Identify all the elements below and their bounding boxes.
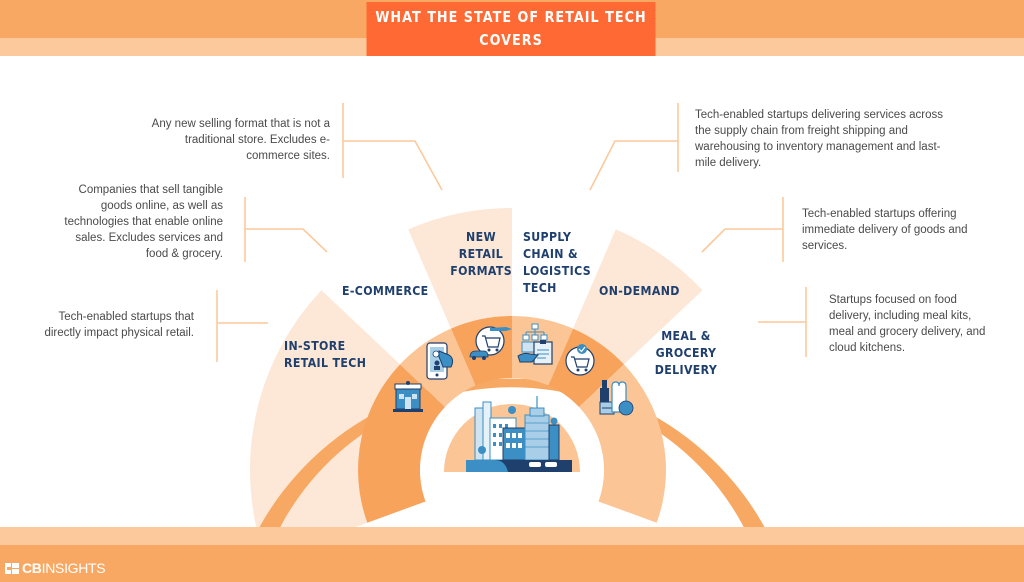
inner-segment-in-store	[358, 364, 445, 523]
description-line: technologies that enable online	[64, 216, 223, 228]
callout-line-on-demand	[701, 197, 784, 262]
sector-new-retail	[408, 207, 512, 329]
cart-plane-car-icon	[469, 326, 512, 360]
description-line: commerce sites.	[246, 150, 330, 162]
description-supply-chain: Tech-enabled startups delivering service…	[695, 107, 975, 171]
sector-on-demand	[573, 229, 703, 365]
description-line: delivery, including meal kits,	[829, 310, 972, 322]
segment-label-line: LOGISTICS	[523, 263, 591, 278]
mobile-phone-hand-icon	[426, 342, 454, 380]
description-e-commerce: Companies that sell tangible goods onlin…	[40, 182, 223, 262]
page-title-line1: WHAT THE STATE OF RETAIL TECH	[375, 8, 647, 26]
callout-line-meal-grocery	[758, 287, 807, 357]
storefront-icon	[393, 381, 423, 412]
description-line: meal and grocery delivery, and	[829, 326, 986, 338]
segment-label-line: DELIVERY	[654, 362, 718, 377]
segment-label-line: ON-DEMAND	[599, 283, 680, 298]
segment-label-line: E-COMMERCE	[342, 283, 429, 298]
cart-check-icon	[565, 344, 595, 376]
description-line: directly impact physical retail.	[44, 327, 194, 339]
callout-line-supply-chain	[589, 103, 679, 191]
segment-label-line: NEW	[466, 229, 496, 244]
description-line: Tech-enabled startups delivering service…	[695, 109, 944, 121]
description-line: immediate delivery of goods and	[802, 224, 968, 236]
page-title-line2: COVERS	[479, 31, 543, 49]
logo-text-cb: CB	[22, 560, 42, 576]
callout-line-in-store	[216, 290, 268, 362]
description-new-retail-formats: Any new selling format that is not a tra…	[120, 116, 330, 164]
segment-label-line: SUPPLY	[523, 229, 572, 244]
callout-line-new-retail	[342, 103, 443, 191]
description-line: food & grocery.	[145, 248, 223, 260]
description-on-demand: Tech-enabled startups offering immediate…	[802, 206, 1002, 254]
segment-label-meal-grocery: MEAL & GROCERY DELIVERY	[651, 327, 721, 378]
description-line: services.	[802, 240, 848, 252]
description-line: Companies that sell tangible	[78, 184, 223, 196]
description-line: traditional store. Excludes e-	[184, 134, 330, 146]
callout-line-e-commerce	[244, 197, 328, 262]
grocery-bag-icon	[599, 380, 634, 416]
description-line: cloud kitchens.	[829, 342, 906, 354]
description-line: Any new selling format that is not a	[151, 118, 330, 130]
description-in-store: Tech-enabled startups that directly impa…	[20, 309, 194, 341]
description-meal-grocery: Startups focused on food delivery, inclu…	[829, 292, 1019, 356]
segment-label-new-retail-formats: NEW RETAIL FORMATS	[450, 228, 512, 279]
segment-label-on-demand: ON-DEMAND	[599, 282, 687, 299]
segment-label-in-store: IN-STORE RETAIL TECH	[284, 337, 381, 371]
segment-label-e-commerce: E-COMMERCE	[342, 282, 439, 299]
segment-label-line: RETAIL TECH	[284, 355, 367, 370]
city-skyline-icon	[466, 396, 572, 472]
description-line: mile delivery.	[695, 157, 762, 169]
segment-label-line: RETAIL	[458, 246, 504, 261]
description-line: goods online, as well as	[100, 200, 223, 212]
description-line: warehousing to inventory management and …	[695, 141, 941, 153]
segment-label-line: TECH	[523, 280, 557, 295]
cbinsights-logo-icon	[5, 562, 19, 574]
segment-label-line: GROCERY	[655, 345, 717, 360]
callout-lines	[216, 103, 807, 362]
description-line: Startups focused on food	[829, 294, 957, 306]
logo-text-insights: INSIGHTS	[41, 560, 106, 576]
segment-label-line: IN-STORE	[284, 338, 346, 353]
description-line: the supply chain from freight shipping a…	[695, 125, 908, 137]
description-line: Tech-enabled startups that	[58, 311, 194, 323]
segment-label-supply-chain: SUPPLY CHAIN & LOGISTICS TECH	[523, 228, 602, 296]
segment-label-line: MEAL &	[661, 328, 711, 343]
description-line: sales. Excludes services and	[75, 232, 223, 244]
footer-band-light	[0, 527, 1024, 545]
description-line: Tech-enabled startups offering	[802, 208, 957, 220]
page-title: WHAT THE STATE OF RETAIL TECH COVERS	[366, 2, 656, 56]
org-chart-clipboard-icon	[517, 323, 553, 365]
footer-band-dark	[0, 545, 1024, 582]
segment-label-line: FORMATS	[450, 263, 513, 278]
segment-label-line: CHAIN &	[523, 246, 578, 261]
